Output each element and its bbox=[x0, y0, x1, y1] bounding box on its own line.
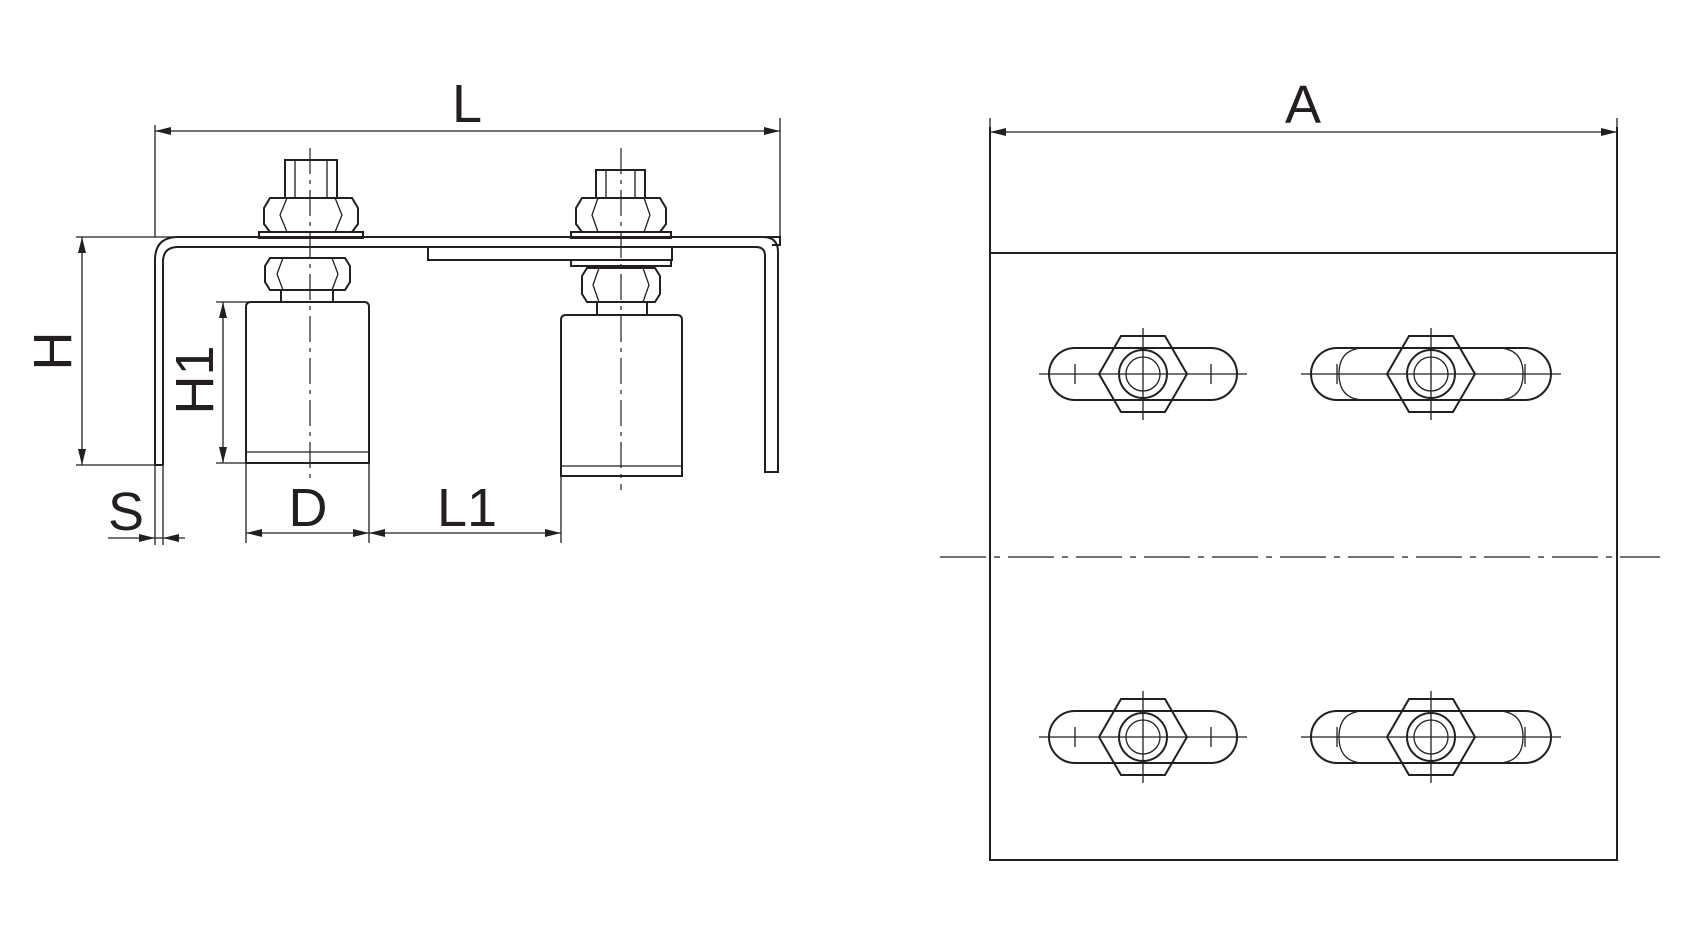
right-roller-neck bbox=[596, 301, 648, 316]
dimension-a: A bbox=[989, 75, 1618, 253]
side-view: L H H1 S bbox=[23, 74, 781, 545]
label-a: A bbox=[1285, 75, 1321, 135]
label-l1: L1 bbox=[437, 478, 497, 538]
label-s: S bbox=[108, 482, 144, 542]
label-d: D bbox=[289, 478, 328, 538]
dimension-d: D bbox=[245, 463, 370, 543]
right-bolt-assembly bbox=[560, 148, 683, 490]
dimension-l: L bbox=[154, 74, 781, 237]
front-view: A bbox=[940, 75, 1660, 861]
dimension-s: S bbox=[108, 465, 185, 545]
label-l: L bbox=[452, 74, 482, 134]
dimension-h1: H1 bbox=[165, 301, 251, 464]
bolt-slot-bottom-left bbox=[1039, 691, 1247, 783]
front-plate bbox=[989, 127, 1618, 861]
dimension-h: H bbox=[23, 236, 205, 466]
label-h1: H1 bbox=[165, 345, 225, 414]
bolt-slot-top-left bbox=[1039, 328, 1247, 420]
left-washer bbox=[258, 231, 364, 239]
left-lower-nut bbox=[264, 257, 351, 291]
inner-step bbox=[427, 247, 673, 261]
right-lower-nut bbox=[581, 267, 661, 303]
right-roller bbox=[560, 314, 683, 477]
left-bolt-assembly bbox=[245, 148, 370, 480]
left-bolt-stud bbox=[284, 159, 338, 198]
left-roller bbox=[245, 301, 370, 464]
dimension-l1: L1 bbox=[369, 476, 562, 543]
left-roller-neck bbox=[280, 289, 334, 303]
label-h: H bbox=[23, 332, 83, 371]
bolt-slot-bottom-right bbox=[1301, 691, 1561, 783]
bolt-slot-top-right bbox=[1301, 328, 1561, 420]
bracket-plate bbox=[154, 236, 781, 473]
left-top-nut bbox=[263, 197, 359, 233]
